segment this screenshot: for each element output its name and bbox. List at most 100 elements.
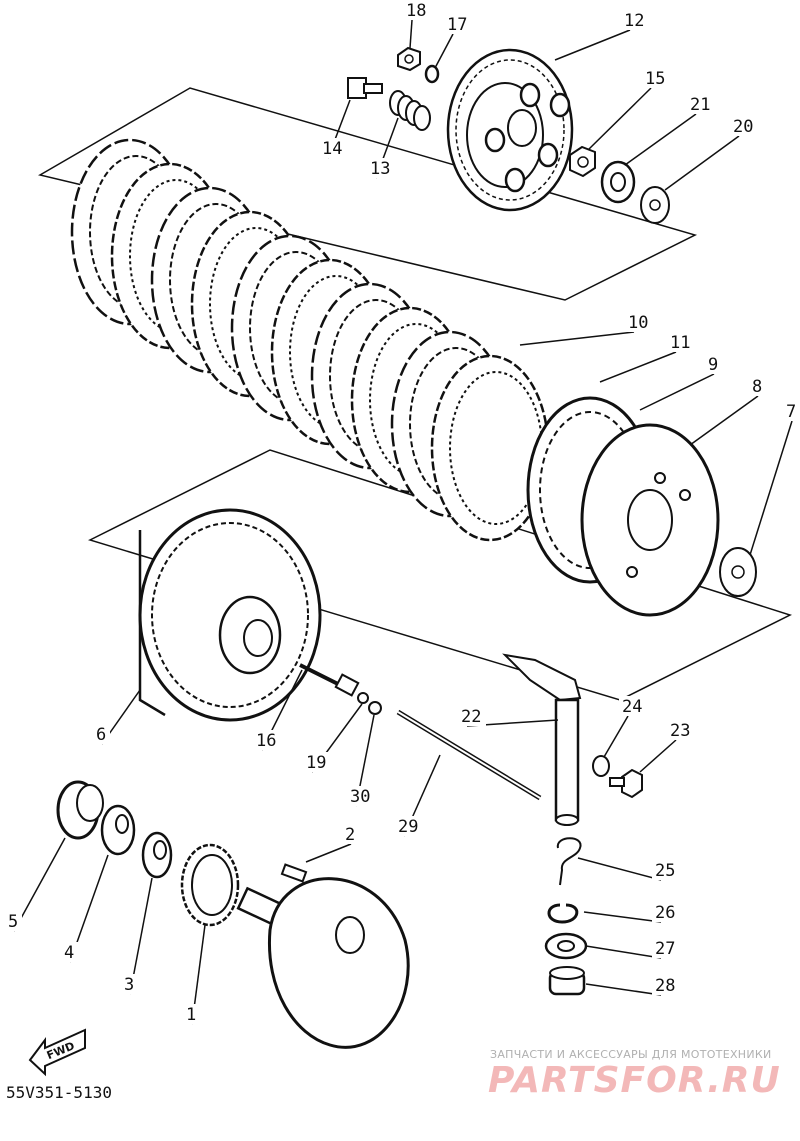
collar-5	[56, 780, 104, 840]
leader-line-20	[664, 135, 740, 191]
leader-line-11	[599, 351, 677, 383]
callout-21: 21	[690, 95, 710, 115]
callout-bg-1	[183, 1004, 200, 1024]
callout-bg-14	[319, 138, 347, 158]
leader-line-28	[585, 983, 662, 996]
gear-1	[180, 843, 240, 927]
pressure-plate	[446, 48, 574, 212]
leader-line-9	[639, 373, 715, 411]
push-lever-22	[502, 653, 582, 826]
bearing-28	[548, 966, 586, 996]
callout-bg-8	[749, 376, 766, 396]
callout-1: 1	[186, 1005, 196, 1025]
callout-bg-20	[730, 116, 758, 136]
callout-bg-28	[652, 975, 680, 995]
callout-bg-21	[687, 94, 715, 114]
leader-line-27	[585, 945, 662, 959]
leader-line-21	[624, 113, 697, 166]
clutch-boss-8	[580, 423, 720, 617]
callout-bg-15	[642, 68, 670, 88]
callout-bg-18	[403, 0, 431, 20]
callout-4: 4	[64, 943, 74, 963]
leader-line-12	[554, 29, 631, 61]
watermark-logo: PARTSFOR.RU	[488, 1060, 781, 1101]
callout-30: 30	[350, 787, 370, 807]
callout-bg-19	[303, 752, 331, 772]
leader-line-17	[434, 33, 454, 69]
ball-30	[368, 701, 382, 715]
bolt-14	[347, 77, 383, 99]
crankshaft	[236, 877, 410, 1049]
callout-23: 23	[670, 721, 690, 741]
callout-bg-26	[652, 902, 680, 922]
callout-16: 16	[256, 731, 276, 751]
callout-bg-16	[253, 730, 281, 750]
callout-9: 9	[708, 355, 718, 375]
circlip-3	[141, 831, 173, 879]
washer-24	[592, 755, 610, 777]
spring-25	[556, 837, 582, 886]
callout-bg-22	[458, 706, 486, 726]
callout-8: 8	[752, 377, 762, 397]
leader-line-26	[583, 911, 662, 923]
callout-layer: 1234567891011121314151617181920212223242…	[5, 0, 800, 1025]
leader-line-23	[639, 739, 677, 773]
leader-line-15	[587, 87, 652, 151]
callout-24: 24	[622, 697, 642, 717]
leader-line-24	[603, 715, 629, 758]
callout-bg-4	[61, 942, 78, 962]
leader-line-7	[749, 420, 793, 556]
callout-bg-29	[395, 816, 423, 836]
callout-3: 3	[124, 975, 134, 995]
nut-18	[397, 46, 421, 72]
clutch-plate-stack	[70, 138, 550, 542]
washer-7	[719, 547, 757, 597]
oil-seal-27	[544, 932, 588, 960]
push-rod-16	[299, 663, 360, 697]
callout-bg-23	[667, 720, 695, 740]
washer-17	[424, 64, 440, 84]
callout-17: 17	[447, 15, 467, 35]
callout-10: 10	[628, 313, 648, 333]
callout-5: 5	[8, 912, 18, 932]
callout-bg-30	[347, 786, 375, 806]
callout-26: 26	[655, 903, 675, 923]
key-2	[280, 863, 308, 883]
callout-bg-7	[783, 401, 800, 421]
lower-assembly-frame	[87, 449, 792, 701]
washer-4	[100, 804, 136, 856]
callout-11: 11	[670, 333, 690, 353]
callout-27: 27	[655, 939, 675, 959]
nut-15	[569, 145, 596, 178]
callout-13: 13	[370, 159, 390, 179]
callout-28: 28	[655, 976, 675, 996]
leader-line-18	[409, 19, 413, 49]
callout-bg-6	[93, 724, 110, 744]
clutch-housing-6	[138, 508, 322, 722]
callout-bg-11	[667, 332, 695, 352]
callout-18: 18	[406, 1, 426, 21]
callout-20: 20	[733, 117, 753, 137]
drawing-code: 55V351-5130	[6, 1083, 112, 1102]
callout-bg-9	[705, 354, 722, 374]
leader-line-10	[519, 331, 635, 346]
circlip-26	[547, 903, 579, 924]
callout-bg-13	[367, 158, 395, 178]
spring-13	[389, 90, 431, 131]
callout-7: 7	[786, 402, 796, 422]
fwd-arrow: FWD	[28, 1028, 86, 1077]
callout-bg-2	[342, 824, 359, 844]
callout-29: 29	[398, 817, 418, 837]
callout-bg-3	[121, 974, 138, 994]
callout-bg-25	[652, 860, 680, 880]
callout-6: 6	[96, 725, 106, 745]
bolt-23	[609, 768, 643, 799]
ball-19	[357, 692, 369, 704]
bearing-21	[600, 160, 636, 204]
callout-25: 25	[655, 861, 675, 881]
callout-19: 19	[306, 753, 326, 773]
callout-15: 15	[645, 69, 665, 89]
callout-bg-24	[619, 696, 647, 716]
leader-line-2	[305, 843, 352, 863]
